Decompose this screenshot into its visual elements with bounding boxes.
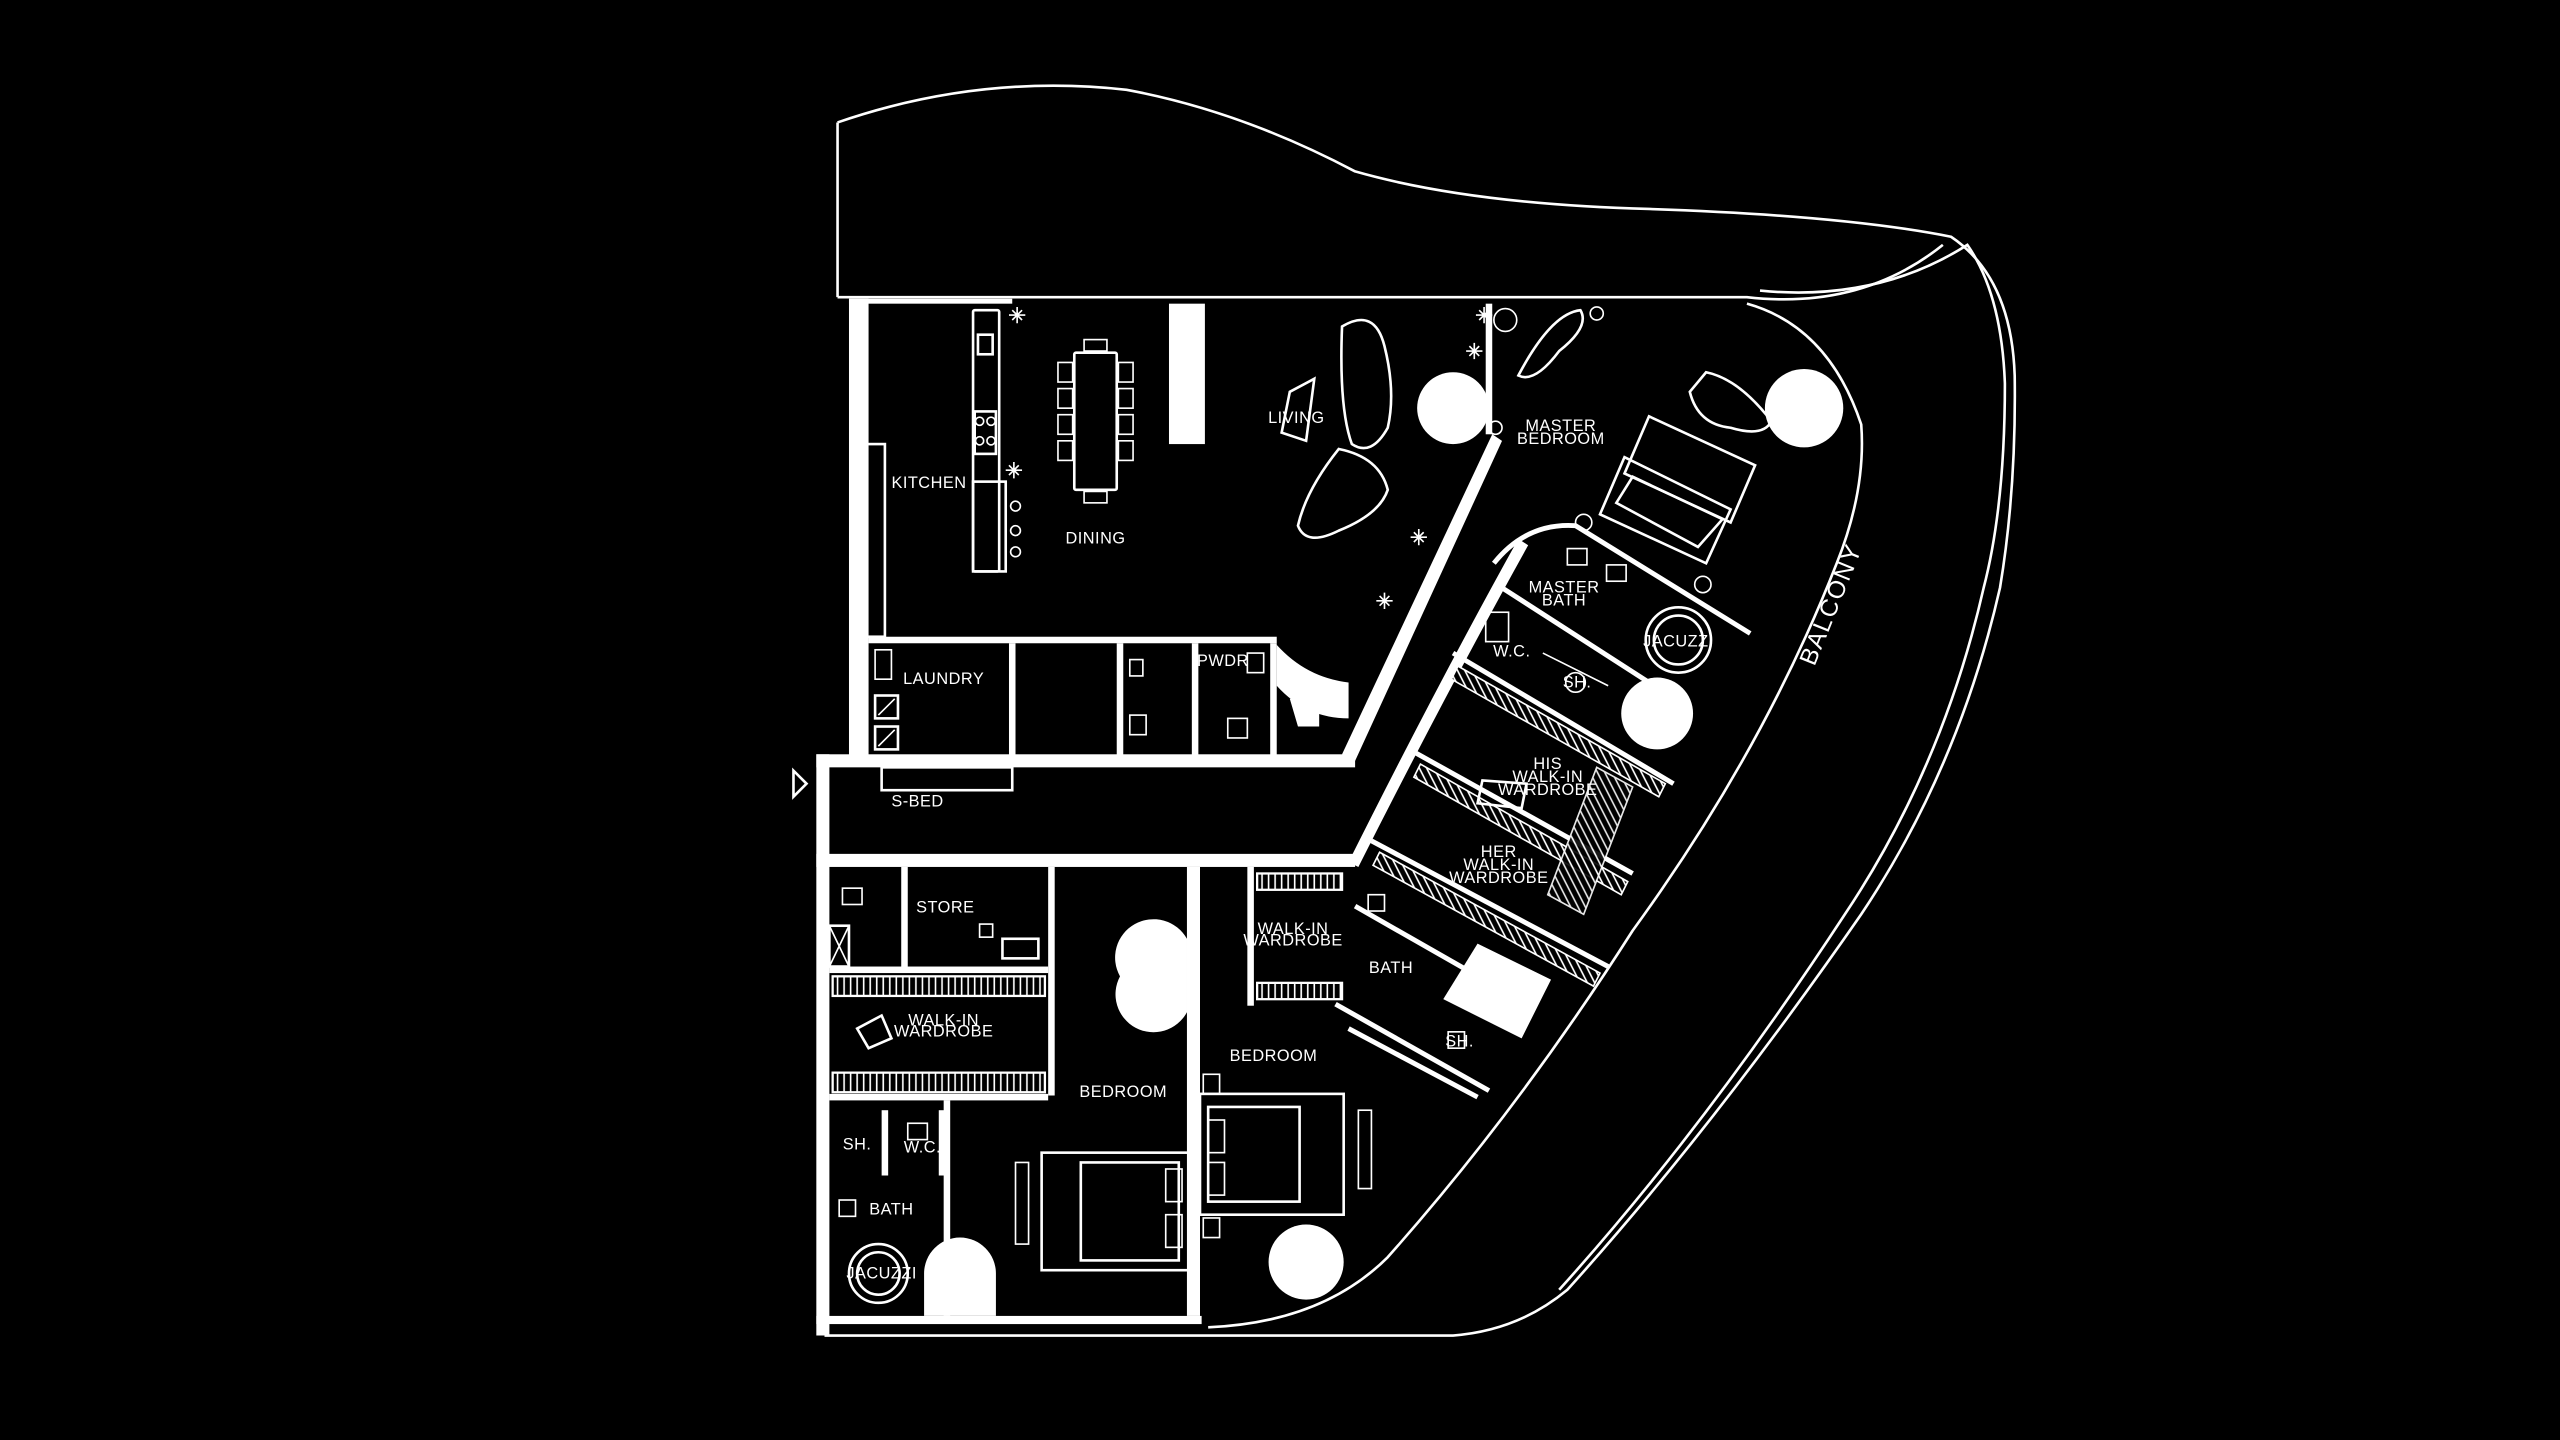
label-bath-left: BATH	[869, 1201, 913, 1219]
label-laundry: LAUNDRY	[903, 670, 984, 688]
label-master-bedroom-2: BEDROOM	[1517, 430, 1605, 448]
label-his-2: WALK-IN	[1512, 768, 1583, 786]
label-walkin-mid-2: WARDROBE	[1243, 931, 1342, 949]
label-walkin-left-1: WALK-IN	[908, 1011, 979, 1029]
label-master-bedroom-1: MASTER	[1525, 417, 1596, 435]
label-jacuzzi-left: JACUZZI	[846, 1264, 917, 1282]
left-wing-fixtures	[792, 766, 1466, 1305]
label-master-bath-1: MASTER	[1529, 579, 1600, 597]
wardrobe-racks	[831, 664, 1667, 1094]
label-master-bath-2: BATH	[1542, 592, 1586, 610]
label-sh-mid: SH.	[1445, 1033, 1474, 1051]
columns	[924, 368, 1844, 1316]
walls	[816, 298, 1752, 1336]
label-his-1: HIS	[1533, 755, 1562, 773]
label-sh-left: SH.	[843, 1135, 872, 1153]
label-his-3: WARDROBE	[1498, 781, 1597, 799]
label-bedroom-left: BEDROOM	[1079, 1083, 1167, 1101]
label-her-1: HER	[1481, 843, 1517, 861]
label-kitchen: KITCHEN	[891, 474, 966, 492]
label-s-bed: S-BED	[891, 793, 943, 811]
label-living: LIVING	[1268, 409, 1324, 427]
master-bedroom-furniture	[1484, 308, 1773, 694]
label-her-3: WARDROBE	[1449, 869, 1548, 887]
label-wc-master: W.C.	[1493, 642, 1530, 660]
label-her-2: WALK-IN	[1463, 856, 1534, 874]
label-walkin-left-2: WARDROBE	[894, 1023, 993, 1041]
room-labels: KITCHEN DINING LIVING MASTER BEDROOM MAS…	[843, 409, 1868, 1283]
label-balcony: BALCONY	[1795, 540, 1868, 669]
label-pwdr: PWDR	[1197, 652, 1249, 670]
label-jacuzzi-master: JACUZZI	[1643, 633, 1714, 651]
service-fixtures	[873, 644, 1349, 751]
label-store: STORE	[916, 899, 974, 917]
terrace-outline	[824, 84, 2017, 1337]
kitchen-dining-furniture	[860, 306, 1605, 639]
label-wc-left: W.C.	[904, 1139, 941, 1157]
label-sh-master: SH.	[1563, 673, 1592, 691]
label-bath-mid: BATH	[1369, 959, 1413, 977]
label-dining: DINING	[1065, 530, 1125, 548]
label-walkin-mid-1: WALK-IN	[1258, 920, 1329, 938]
label-bedroom-mid: BEDROOM	[1230, 1047, 1318, 1065]
